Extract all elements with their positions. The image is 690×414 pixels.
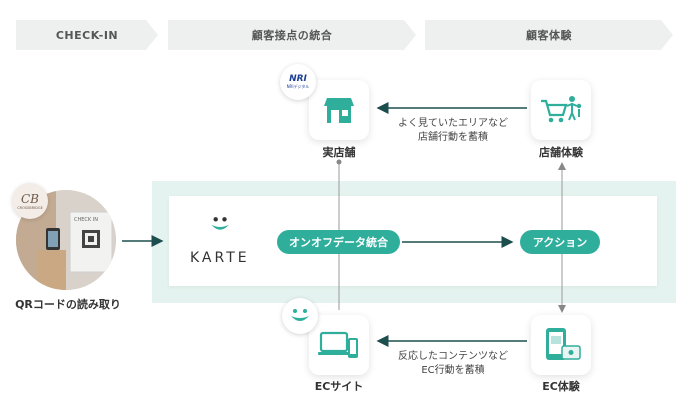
brand-sub-text: CROSSBRIDGE (17, 206, 43, 210)
step-check-in: CHECK-IN (16, 20, 158, 50)
store-card (309, 80, 369, 140)
karte-badge (282, 298, 318, 334)
qr-sign-text: CHECK IN (74, 217, 98, 223)
brand-badge: CB CROSSBRIDGE (12, 183, 48, 219)
action-up-arrowhead (558, 162, 566, 170)
step-check-in-label: CHECK-IN (55, 28, 119, 42)
store-experience-card (531, 80, 591, 140)
step-touchpoint-label: 顧客接点の統合 (251, 29, 333, 42)
shopping-cart-icon (541, 96, 582, 123)
ec-flow-line1: 反応したコンテンツなど (398, 351, 508, 362)
action-down-arrowhead (558, 305, 566, 313)
onoff-data-integration-pill: オンオフデータ統合 (277, 230, 400, 254)
ec-site-card (309, 315, 369, 375)
karte-face-icon (291, 309, 309, 321)
store-flow-note: よく見ていたエリアなど 店舗行動を蓄積 (378, 117, 528, 145)
action-pill: アクション (520, 230, 600, 254)
store-flow-line1: よく見ていたエリアなど (398, 118, 508, 129)
step-touchpoint-integration: 顧客接点の統合 (168, 20, 416, 50)
action-pill-label: アクション (532, 236, 588, 249)
integration-pill-label: オンオフデータ統合 (289, 236, 388, 249)
nri-logo-text: NRI (289, 74, 307, 84)
brand-mark: CB (21, 192, 39, 206)
ec-site-label: ECサイト (314, 380, 364, 393)
smartphone-coupon-icon (546, 328, 581, 360)
store-icon (324, 98, 354, 123)
karte-logo-icon (211, 217, 229, 230)
ec-flow-note: 反応したコンテンツなど EC行動を蓄積 (378, 350, 528, 378)
ec-flow-line2: EC行動を蓄積 (421, 365, 485, 376)
nri-sub-text: NRIデジタル (286, 84, 310, 89)
qr-scene-illustration (16, 190, 116, 290)
karte-wordmark: KARTE (190, 250, 250, 266)
store-experience-label: 店舗体験 (539, 146, 583, 159)
ec-experience-card (531, 315, 591, 375)
devices-icon (318, 331, 358, 358)
store-label: 実店舗 (322, 146, 356, 159)
step-customer-experience: 顧客体験 (425, 20, 673, 50)
store-line-dot (336, 159, 342, 165)
store-flow-line2: 店舗行動を蓄積 (418, 132, 488, 143)
nri-badge: NRI NRIデジタル (280, 64, 316, 100)
ec-experience-label: EC体験 (542, 380, 580, 393)
step-experience-label: 顧客体験 (526, 29, 572, 42)
qr-reading-label: QRコードの読み取り (15, 298, 121, 311)
